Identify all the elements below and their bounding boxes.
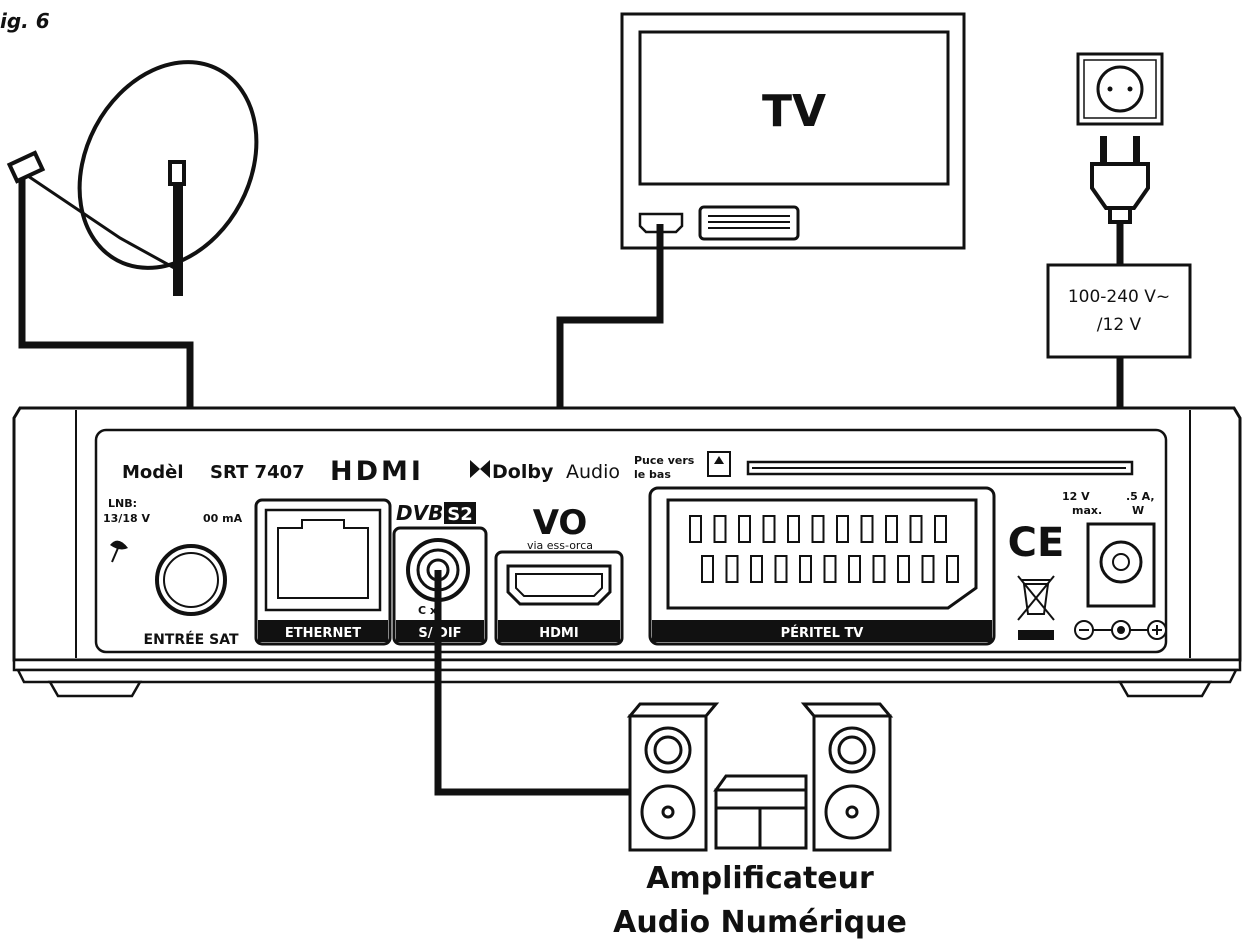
scart-pin (799, 555, 812, 583)
scart-pin (689, 515, 702, 543)
hdmi-port[interactable] (494, 550, 624, 646)
smart-card-slot[interactable] (746, 460, 1134, 476)
viaccess-logo: VO (533, 503, 588, 543)
scart-port[interactable] (648, 486, 996, 646)
hdmi-logo: HDMI (330, 456, 424, 487)
scart-pin (701, 555, 714, 583)
weee-bin-icon (1017, 575, 1055, 640)
card-hint-line2: le bas (634, 468, 671, 481)
dvb-s2-text: S2 (447, 504, 473, 525)
scart-pin (762, 515, 776, 543)
lnb-voltage: 13/18 V (103, 512, 150, 525)
polarity-icon (1074, 620, 1167, 640)
lnb-current: 00 mA (203, 512, 243, 525)
tv-hdmi-port-icon (638, 212, 684, 234)
power-plug-icon (1090, 136, 1150, 224)
satellite-small-icon (110, 540, 128, 563)
wall-socket-icon (1076, 52, 1164, 126)
viaccess-text: via ess-orca (527, 539, 593, 552)
scart-pin (872, 555, 886, 583)
tv-icon (620, 12, 966, 250)
scart-label: PÉRITEL TV (781, 625, 864, 641)
dolby-logo-icon (470, 460, 490, 478)
adapter-rating-line2: /12 V (1097, 315, 1142, 335)
scart-pin (934, 515, 947, 543)
card-orientation-icon (707, 451, 731, 477)
ce-mark: CE (1008, 520, 1065, 566)
power-adapter-box (1046, 263, 1192, 359)
scart-pin (811, 515, 825, 543)
amplifier-label-line1: Amplificateur (646, 861, 874, 896)
scart-pin (860, 515, 874, 543)
scart-pin (897, 555, 910, 583)
power-spec-voltage: 12 V (1062, 490, 1090, 503)
model-prefix: Modèl (122, 462, 184, 483)
dvb-logo: DVB (396, 501, 443, 525)
hdmi-port-label: HDMI (539, 626, 578, 641)
ethernet-port[interactable] (254, 498, 392, 646)
dolby-logo-text: Dolby (492, 461, 554, 483)
dvb-s2-badge (444, 502, 476, 524)
card-hint-line1: Puce vers (634, 454, 695, 467)
scart-pin (921, 555, 935, 583)
sat-input-label: ENTRÉE SAT (144, 631, 239, 648)
lnb-label: LNB: (108, 497, 137, 510)
power-spec-current: .5 A, (1126, 490, 1155, 503)
scart-pin (738, 515, 751, 543)
scart-pin (774, 555, 788, 583)
scart-pin (823, 555, 837, 583)
dolby-audio-text: Audio (566, 461, 620, 483)
scart-pin (909, 515, 923, 543)
scart-pin (725, 555, 739, 583)
figure-label: ig. 6 (0, 9, 50, 33)
scart-pin (787, 515, 800, 543)
satellite-dish-icon (6, 60, 259, 296)
model-name: SRT 7407 (210, 462, 305, 483)
ethernet-label: ETHERNET (285, 626, 361, 641)
spdif-cable (434, 570, 630, 796)
scart-pin (836, 515, 849, 543)
scart-pin (848, 555, 861, 583)
tv-label: TV (762, 86, 826, 137)
power-spec-max: max. (1072, 504, 1102, 517)
amplifier-label-line2: Audio Numérique (613, 905, 907, 940)
scart-pin (946, 555, 959, 583)
hifi-amplifier-icon (626, 702, 894, 852)
dc-power-port[interactable] (1086, 522, 1156, 608)
adapter-rating-line1: 100-240 V~ (1068, 287, 1170, 307)
scart-pin (885, 515, 898, 543)
power-spec-watt: W (1132, 504, 1144, 517)
scart-pin (750, 555, 763, 583)
scart-pin (713, 515, 727, 543)
